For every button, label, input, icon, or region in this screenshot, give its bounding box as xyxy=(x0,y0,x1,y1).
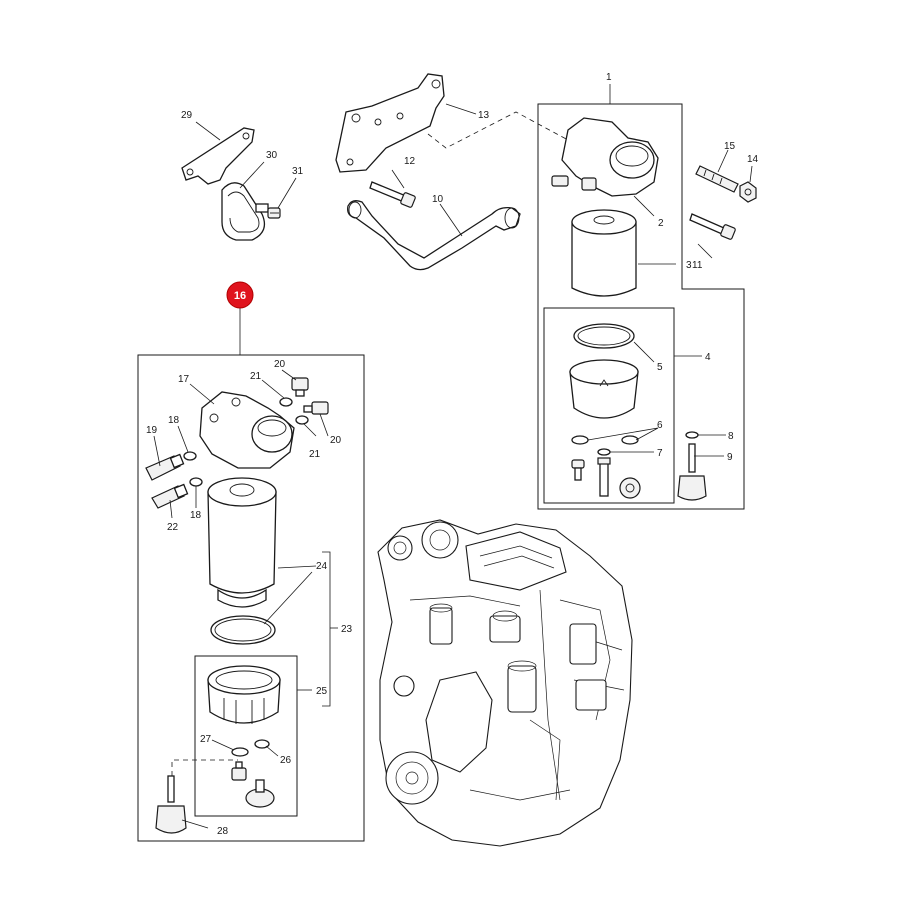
fuel-line-part-10 xyxy=(347,200,521,271)
callout-20-top: 20 xyxy=(274,359,286,370)
connector-dashed-13 xyxy=(427,111,569,149)
callout-12: 12 xyxy=(404,156,416,167)
callout-20-right: 20 xyxy=(330,435,342,446)
callout-15: 15 xyxy=(724,141,736,152)
washer-part-27 xyxy=(231,747,249,757)
bolt-part-12 xyxy=(369,181,416,208)
callout-1: 1 xyxy=(606,72,612,83)
plug-part-20b xyxy=(303,401,329,415)
long-bolt xyxy=(597,457,611,497)
callout-29: 29 xyxy=(181,110,193,121)
wheel-nut xyxy=(619,477,641,499)
callout-16: 16 xyxy=(234,290,246,302)
washer-part-21b xyxy=(295,415,309,425)
drain-wheel xyxy=(245,779,275,808)
callout-14: 14 xyxy=(747,154,759,165)
assembly-frame-16 xyxy=(137,354,365,842)
washer-part-6a xyxy=(571,435,589,445)
sensor-part-28 xyxy=(155,775,187,834)
callout-6: 6 xyxy=(657,420,663,431)
callout-30: 30 xyxy=(266,150,278,161)
o-ring-part-5 xyxy=(573,323,635,349)
washer-part-6b xyxy=(621,435,639,445)
callout-3: 3 xyxy=(686,260,692,271)
callout-25: 25 xyxy=(316,686,328,697)
filter-bowl-part-4 xyxy=(569,359,639,419)
nut-part-14 xyxy=(739,181,757,203)
callout-31: 31 xyxy=(292,166,304,177)
sensor-part-9 xyxy=(677,443,707,501)
washer-part-7 xyxy=(597,448,611,456)
bowl-ring-part-25 xyxy=(207,665,281,724)
callout-5: 5 xyxy=(657,362,663,373)
bolt-part-11 xyxy=(689,213,736,240)
highlight-badge-16: 16 xyxy=(226,281,254,309)
washer-part-8 xyxy=(685,431,699,439)
callout-18-top: 18 xyxy=(168,415,180,426)
fitting-part-22 xyxy=(151,483,189,509)
callout-22: 22 xyxy=(167,522,179,533)
stud-part-15 xyxy=(695,165,739,193)
bracket-part-13 xyxy=(335,73,445,173)
engine-illustration xyxy=(377,519,633,847)
connector-dashed-28 xyxy=(171,759,238,776)
assembly-frame-25 xyxy=(194,655,298,817)
callout-21-bottom: 21 xyxy=(309,449,321,460)
drain-screw xyxy=(571,459,585,481)
callout-24: 24 xyxy=(316,561,328,572)
callout-10: 10 xyxy=(432,194,444,205)
washer-part-26 xyxy=(254,739,270,749)
callout-27: 27 xyxy=(200,734,212,745)
callout-8: 8 xyxy=(728,431,734,442)
assembly-frame-4 xyxy=(543,307,675,504)
callout-17: 17 xyxy=(178,374,190,385)
callout-4: 4 xyxy=(705,352,711,363)
fitting-part-19 xyxy=(145,453,185,481)
o-ring-part-18a xyxy=(183,451,197,461)
callout-2: 2 xyxy=(658,218,664,229)
o-ring-part-18b xyxy=(189,477,203,487)
callout-21-top: 21 xyxy=(250,371,262,382)
callout-23: 23 xyxy=(341,624,353,635)
bracket-part-29 xyxy=(181,127,255,185)
washer-part-21a xyxy=(279,397,293,407)
seal-part-24 xyxy=(210,615,276,645)
filter-element xyxy=(207,477,277,608)
callout-26: 26 xyxy=(280,755,292,766)
callout-9: 9 xyxy=(727,452,733,463)
clamp-part-30 xyxy=(221,182,269,241)
callout-11: 11 xyxy=(692,260,703,271)
bolt-part-31 xyxy=(267,207,281,219)
drain-plug xyxy=(231,761,247,781)
filter-head-part-17 xyxy=(199,391,295,469)
callout-19: 19 xyxy=(146,425,158,436)
assembly-frame-1 xyxy=(537,103,745,510)
callout-7: 7 xyxy=(657,448,663,459)
callout-13: 13 xyxy=(478,110,490,121)
callout-18-bottom: 18 xyxy=(190,510,202,521)
leader-lines xyxy=(153,84,753,829)
filter-head-part-2 xyxy=(551,117,659,197)
filter-cartridge-part-3 xyxy=(571,209,637,297)
callout-28: 28 xyxy=(217,826,229,837)
plug-part-20a xyxy=(291,377,309,397)
